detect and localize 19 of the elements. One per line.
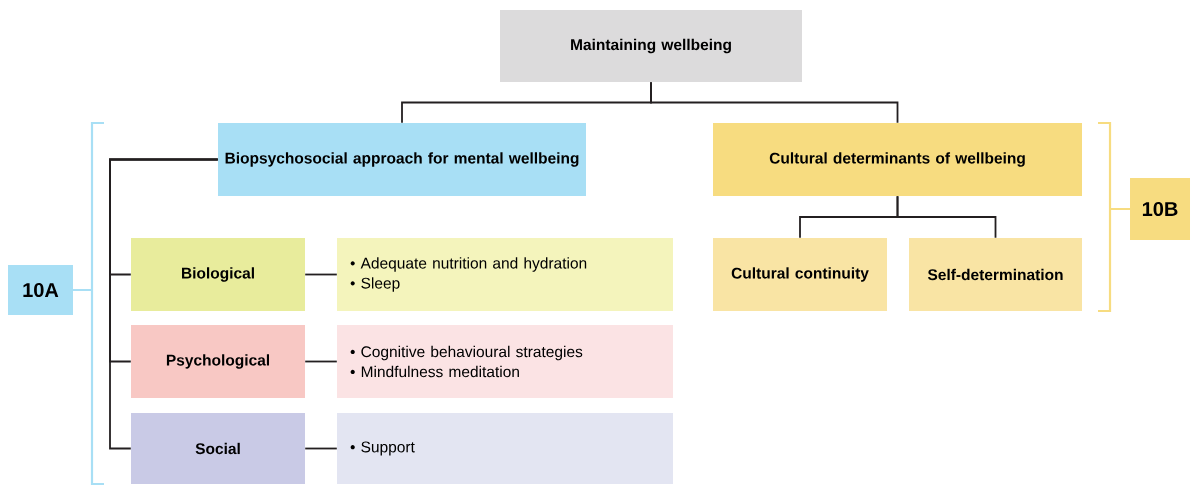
connector-line xyxy=(650,81,899,124)
bullet-list-box: • Support xyxy=(337,413,673,484)
section-label: 10B xyxy=(1130,178,1190,240)
category-box: Self-determination xyxy=(909,238,1082,311)
category-box: Psychological xyxy=(131,325,305,398)
category-box: Biopsychosocial approach for mental wellbeing xyxy=(218,123,586,196)
category-box: Cultural determinants of wellbeing xyxy=(713,123,1082,196)
category-box: Cultural continuity xyxy=(713,238,887,311)
section-label: 10A xyxy=(8,265,73,315)
connector-line xyxy=(304,360,338,363)
category-box: Social xyxy=(131,413,305,484)
bullet-list-box: • Adequate nutrition and hydration • Sleep xyxy=(337,238,673,311)
connector-line xyxy=(896,195,997,239)
connector-line xyxy=(304,273,338,276)
connector-line xyxy=(109,158,219,450)
category-box: Biological xyxy=(131,238,305,311)
title-box: Maintaining wellbeing xyxy=(500,10,802,82)
connector-line xyxy=(304,447,338,450)
bullet-list-box: • Cognitive behavioural strategies • Mindfulness meditation xyxy=(337,325,673,398)
